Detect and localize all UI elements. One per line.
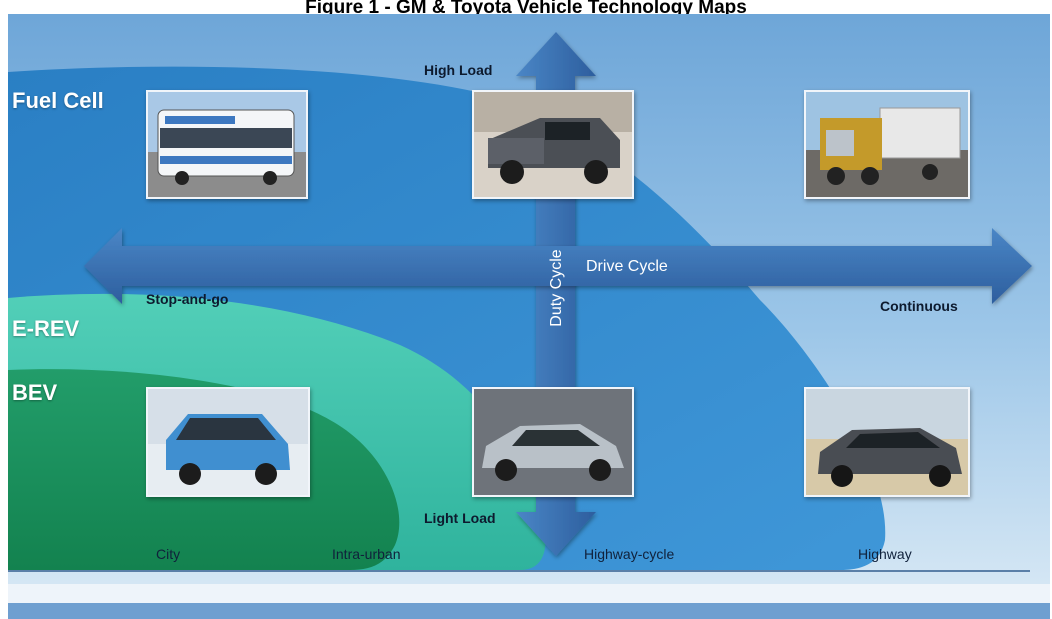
footer-strip	[8, 603, 1050, 619]
category-city: City	[156, 546, 181, 562]
fuel-cell-label: Fuel Cell	[12, 88, 104, 113]
drive-cycle-arrow	[84, 228, 1032, 304]
bottom-band	[8, 584, 1050, 603]
category-intra-urban: Intra-urban	[332, 546, 401, 562]
executive-sedan-photo	[804, 387, 970, 497]
duty-cycle-label: Duty Cycle	[548, 249, 565, 327]
bus-photo	[146, 90, 308, 199]
figure-title-bar: Figure 1 - GM & Toyota Vehicle Technolog…	[0, 0, 1052, 14]
erev-label: E-REV	[12, 316, 80, 341]
drive-cycle-label: Drive Cycle	[586, 258, 668, 275]
pickup-photo	[472, 90, 634, 199]
continuous-label: Continuous	[880, 298, 958, 314]
light-load-label: Light Load	[424, 510, 496, 526]
bev-label: BEV	[12, 380, 58, 405]
figure-title: Figure 1 - GM & Toyota Vehicle Technolog…	[305, 0, 747, 14]
compact-car-photo	[146, 387, 310, 497]
category-highway-cycle: Highway-cycle	[584, 546, 675, 562]
high-load-label: High Load	[424, 62, 493, 78]
category-highway: Highway	[858, 546, 912, 562]
plug-in-sedan-photo	[472, 387, 634, 497]
semi-truck-photo	[804, 90, 970, 199]
stop-and-go-label: Stop-and-go	[146, 291, 229, 307]
